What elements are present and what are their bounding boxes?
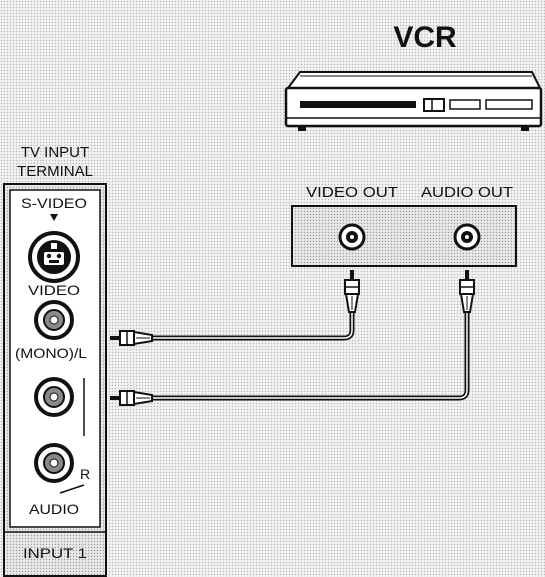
video-input-plug-icon (110, 330, 153, 346)
s-video-jack-icon[interactable] (28, 231, 80, 283)
audio-out-label: AUDIO OUT (421, 184, 513, 201)
s-video-label: S-VIDEO (21, 195, 87, 211)
audio-input-plug-icon (110, 390, 153, 406)
tv-input-title-line2: TERMINAL (17, 163, 93, 180)
audio-right-jack-icon[interactable] (34, 443, 74, 483)
video-cable (149, 309, 355, 341)
mono-l-label: (MONO)/L (15, 345, 87, 361)
audio-diagonal-line (59, 484, 85, 494)
video-input-label: VIDEO (28, 282, 80, 298)
vcr-title: VCR (393, 21, 457, 54)
r-label: R (80, 466, 90, 482)
vcr-output-panel (291, 205, 517, 267)
audio-cable (149, 309, 470, 401)
audio-out-jack-icon[interactable] (453, 223, 481, 251)
video-input-jack-icon[interactable] (34, 300, 74, 340)
input-1-label: INPUT 1 (23, 545, 87, 561)
audio-left-jack-icon[interactable] (34, 377, 74, 417)
video-out-jack-icon[interactable] (338, 223, 366, 251)
video-out-plug-icon (344, 270, 360, 313)
audio-out-plug-icon (459, 270, 475, 313)
tv-input-title-line1: TV INPUT (21, 144, 89, 161)
s-video-arrow-icon (50, 214, 58, 221)
audio-input-label: AUDIO (29, 501, 79, 517)
vcr-device-icon (284, 71, 543, 131)
video-out-label: VIDEO OUT (306, 184, 398, 201)
